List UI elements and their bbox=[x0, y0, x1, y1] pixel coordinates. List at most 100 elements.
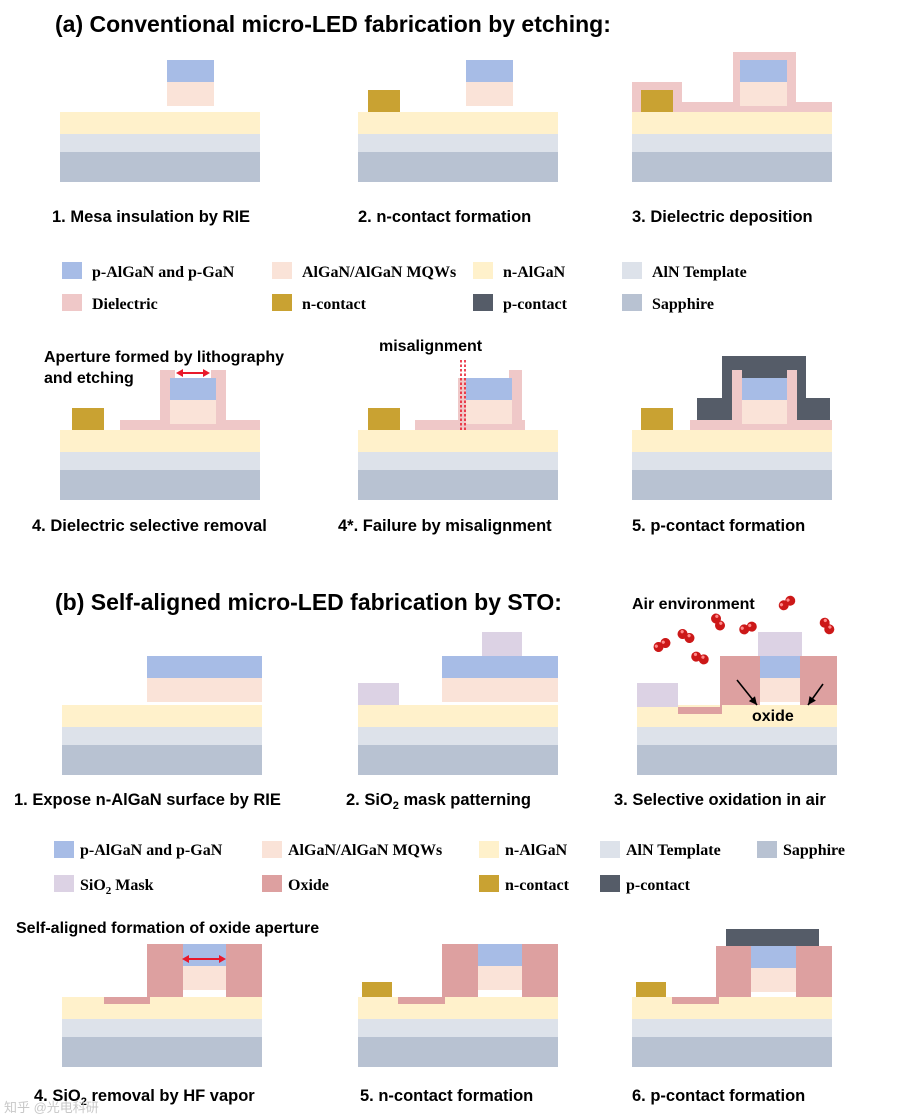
note-self-aligned: Self-aligned formation of oxide aperture bbox=[16, 920, 319, 937]
legend-b-label-n-algan: n-AlGaN bbox=[505, 842, 568, 859]
a4-dielectric-wall-right bbox=[216, 370, 226, 430]
b3-aln bbox=[637, 727, 837, 745]
legend-b-swatch-oxide bbox=[262, 875, 282, 892]
o2-molecule-4-highlight-2 bbox=[719, 621, 723, 625]
b4-mesa-p-gan bbox=[183, 944, 226, 966]
caption-b4-post: removal by HF vapor bbox=[87, 1087, 255, 1105]
note-oxide: oxide bbox=[752, 708, 794, 725]
b2-sapphire bbox=[358, 745, 558, 775]
a4b-aln bbox=[358, 452, 558, 470]
a4-n-contact bbox=[72, 408, 104, 430]
b1-n-algan bbox=[62, 705, 262, 727]
b6-aln bbox=[632, 1019, 832, 1037]
a2-mesa-p-gan bbox=[466, 60, 513, 82]
caption-b2-post: mask patterning bbox=[399, 791, 531, 809]
legend-swatch-dielectric bbox=[62, 294, 82, 311]
b3-oxide-right bbox=[800, 656, 837, 705]
a4-aln bbox=[60, 452, 260, 470]
o2-molecule-2-highlight-1 bbox=[654, 644, 658, 648]
b4-aperture-arrow-head-right bbox=[219, 955, 226, 963]
caption-b2-sub: 2 bbox=[393, 800, 399, 812]
b3-sio2-top bbox=[758, 632, 802, 656]
o2-molecule-3-highlight-1 bbox=[680, 630, 684, 634]
a2-aln bbox=[358, 134, 558, 152]
legend-b-swatch-n-algan bbox=[479, 841, 499, 858]
o2-molecule-1 bbox=[778, 595, 796, 611]
b1-aln bbox=[62, 727, 262, 745]
b2-mesa-mqw bbox=[442, 678, 558, 702]
legend-b-swatch-sapphire bbox=[757, 841, 777, 858]
a2-n-contact bbox=[368, 90, 400, 112]
o2-molecule-3 bbox=[677, 629, 695, 643]
a3-n-algan bbox=[632, 112, 832, 134]
a4-dielectric-top-right bbox=[211, 370, 226, 378]
a3-aln bbox=[632, 134, 832, 152]
legend-b-sio2-sub: 2 bbox=[106, 885, 112, 897]
a5-mesa-mqw bbox=[742, 400, 787, 424]
o2-molecule-4-highlight-1 bbox=[715, 614, 719, 618]
b3-sio2-left bbox=[637, 683, 678, 707]
b5-sapphire bbox=[358, 1037, 558, 1067]
b3-mesa-p-gan bbox=[760, 656, 800, 678]
caption-b1: 1. Expose n-AlGaN surface by RIE bbox=[14, 791, 281, 809]
a5-dielectric-wall-right bbox=[787, 370, 797, 430]
legend-swatch-mqw bbox=[272, 262, 292, 279]
b3-sapphire bbox=[637, 745, 837, 775]
caption-b6: 6. p-contact formation bbox=[632, 1087, 805, 1105]
o2-molecule-2-atom-2 bbox=[660, 638, 671, 648]
b2-sio2-left bbox=[358, 683, 399, 705]
o2-molecule-5-highlight-2 bbox=[748, 623, 752, 628]
legend-b-swatch-mqw bbox=[262, 841, 282, 858]
b4-aln bbox=[62, 1019, 262, 1037]
cross-section-structures bbox=[60, 52, 837, 1067]
a4b-mesa-p-gan bbox=[466, 378, 512, 400]
b5-n-algan bbox=[358, 997, 558, 1019]
legend-label-n-contact: n-contact bbox=[302, 296, 367, 313]
a4b-dielectric-wall-left bbox=[458, 378, 466, 430]
a1-sapphire bbox=[60, 152, 260, 182]
legend-b-label-sio2: SiO2 Mask bbox=[80, 877, 154, 897]
legend-b-label-aln: AlN Template bbox=[626, 842, 721, 859]
o2-molecule-5 bbox=[739, 621, 757, 635]
b1-sapphire bbox=[62, 745, 262, 775]
b4-oxide-left bbox=[104, 944, 183, 1004]
note-air-environment: Air environment bbox=[632, 596, 755, 613]
o2-molecule-6 bbox=[691, 651, 709, 665]
a1-aln bbox=[60, 134, 260, 152]
b3-n-algan bbox=[637, 705, 837, 727]
legend-b-swatch-p-gan bbox=[54, 841, 74, 858]
legend-label-mqw: AlGaN/AlGaN MQWs bbox=[302, 264, 456, 281]
legend-b-label-oxide: Oxide bbox=[288, 877, 329, 894]
b6-oxide-left bbox=[672, 946, 751, 1004]
legend-b-swatch-sio2 bbox=[54, 875, 74, 892]
caption-b4-pre: 4. SiO bbox=[34, 1087, 81, 1105]
a3-n-contact bbox=[641, 90, 673, 112]
a4-dielectric-floor bbox=[120, 420, 260, 430]
b2-sio2-top bbox=[482, 632, 522, 656]
b6-mesa-p-gan bbox=[751, 946, 796, 968]
b2-mesa-p-gan bbox=[442, 656, 558, 678]
o2-molecule-1-atom-2 bbox=[785, 595, 796, 606]
legend-swatch-aln bbox=[622, 262, 642, 279]
b5-mesa-mqw bbox=[478, 966, 522, 990]
legend-swatch-n-algan bbox=[473, 262, 493, 279]
b3-oxide-left bbox=[678, 656, 760, 714]
a4b-dielectric-floor bbox=[415, 420, 525, 430]
a2-mesa-mqw bbox=[466, 82, 513, 106]
caption-a4-failure: 4*. Failure by misalignment bbox=[338, 517, 552, 535]
a4-mesa-mqw bbox=[170, 400, 216, 424]
caption-b5: 5. n-contact formation bbox=[360, 1087, 533, 1105]
b3-oxide-arrow-left-head bbox=[748, 696, 757, 705]
b5-oxide-right bbox=[522, 944, 558, 997]
a4-n-algan bbox=[60, 430, 260, 452]
b5-aln bbox=[358, 1019, 558, 1037]
a5-mesa-p-gan bbox=[742, 378, 787, 400]
legend-b-swatch-aln bbox=[600, 841, 620, 858]
legend-label-p-contact: p-contact bbox=[503, 296, 568, 313]
a4b-mesa-mqw bbox=[466, 400, 512, 424]
legend-b-label-mqw: AlGaN/AlGaN MQWs bbox=[288, 842, 442, 859]
caption-a4: 4. Dielectric selective removal bbox=[32, 517, 267, 535]
legend-b: p-AlGaN and p-GaN AlGaN/AlGaN MQWs n-AlG… bbox=[54, 841, 845, 897]
section-a-title: (a) Conventional micro-LED fabrication b… bbox=[55, 11, 611, 37]
